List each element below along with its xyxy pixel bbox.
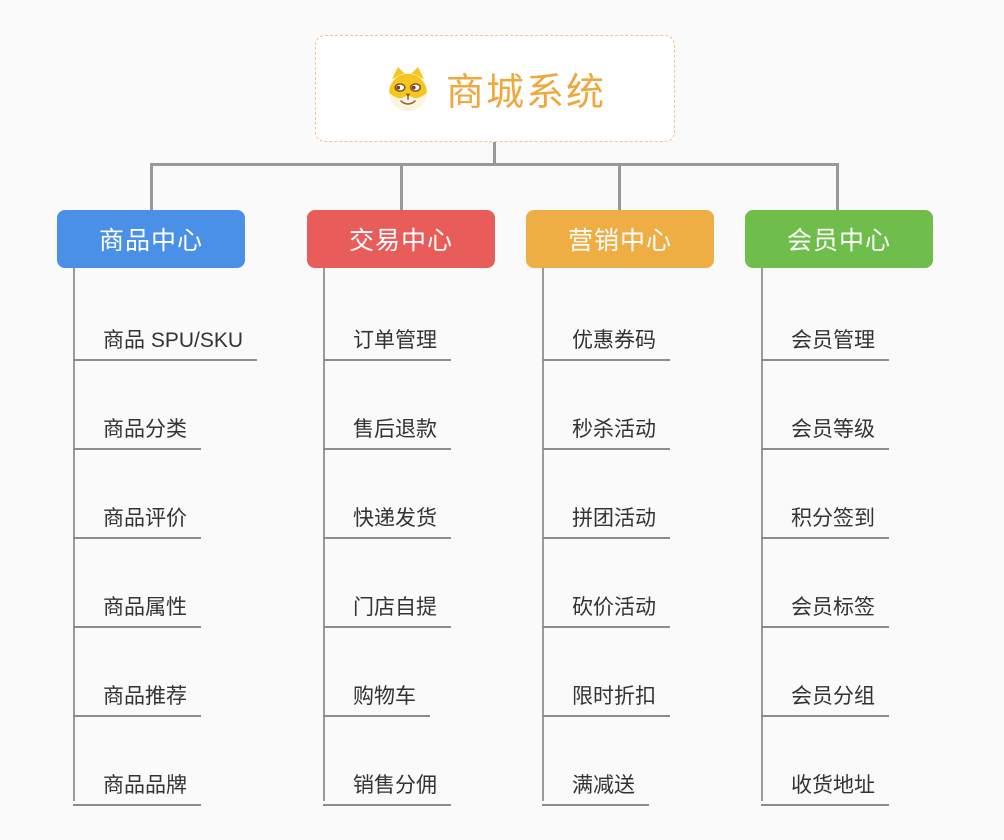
leaf-node[interactable]: 快递发货 xyxy=(323,490,451,539)
leaf-node[interactable]: 售后退款 xyxy=(323,401,451,450)
connector-root-stub xyxy=(493,142,496,166)
leaf-node[interactable]: 商品 SPU/SKU xyxy=(73,312,258,361)
leaf-node[interactable]: 砍价活动 xyxy=(542,579,670,628)
connector-drop-2 xyxy=(400,163,403,210)
connector-drop-1 xyxy=(150,163,153,210)
leaf-node[interactable]: 会员标签 xyxy=(761,579,889,628)
root-title: 商城系统 xyxy=(445,72,606,114)
connector-drop-4 xyxy=(836,163,839,210)
branch-node-member-center[interactable]: 会员中心 xyxy=(745,210,933,268)
leaf-node[interactable]: 优惠券码 xyxy=(542,312,670,361)
branch-node-marketing-center[interactable]: 营销中心 xyxy=(526,210,714,268)
column-trunk-line xyxy=(542,268,544,801)
leaf-node[interactable]: 商品分类 xyxy=(73,401,201,450)
column-trunk-line xyxy=(323,268,325,801)
shiba-dog-icon xyxy=(388,66,427,111)
leaf-node[interactable]: 商品品牌 xyxy=(73,757,201,806)
leaf-node[interactable]: 积分签到 xyxy=(761,490,889,539)
leaf-node[interactable]: 商品属性 xyxy=(73,579,201,628)
leaf-node[interactable]: 限时折扣 xyxy=(542,668,670,717)
leaf-node[interactable]: 购物车 xyxy=(323,668,430,717)
leaf-node[interactable]: 秒杀活动 xyxy=(542,401,670,450)
leaf-node[interactable]: 商品评价 xyxy=(73,490,201,539)
leaf-node[interactable]: 订单管理 xyxy=(323,312,451,361)
leaf-node[interactable]: 会员分组 xyxy=(761,668,889,717)
connector-drop-3 xyxy=(618,163,621,210)
leaf-node[interactable]: 门店自提 xyxy=(323,579,451,628)
leaf-node[interactable]: 会员管理 xyxy=(761,312,889,361)
leaf-node[interactable]: 销售分佣 xyxy=(323,757,451,806)
root-node[interactable]: 商城系统 xyxy=(315,35,675,142)
leaf-node[interactable]: 满减送 xyxy=(542,757,649,806)
branch-node-product-center[interactable]: 商品中心 xyxy=(57,210,245,268)
leaf-node[interactable]: 商品推荐 xyxy=(73,668,201,717)
connector-bus xyxy=(150,163,839,166)
column-trunk-line xyxy=(73,268,75,801)
column-trunk-line xyxy=(761,268,763,801)
leaf-node[interactable]: 拼团活动 xyxy=(542,490,670,539)
branch-node-trade-center[interactable]: 交易中心 xyxy=(307,210,495,268)
leaf-node[interactable]: 会员等级 xyxy=(761,401,889,450)
leaf-node[interactable]: 收货地址 xyxy=(761,757,889,806)
